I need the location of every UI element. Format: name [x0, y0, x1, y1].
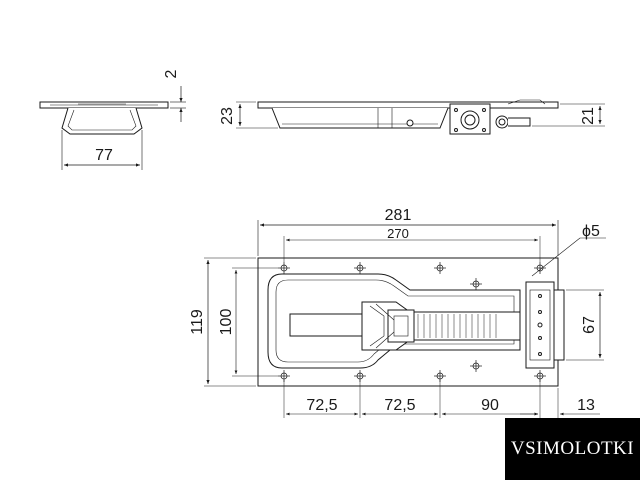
dim-bracket-width: 67	[581, 316, 598, 334]
dim-end-offset: 13	[577, 397, 595, 414]
watermark: VSIMOLOTKI	[505, 418, 640, 480]
dim-overall-length: 281	[385, 207, 412, 224]
latch-rack	[417, 314, 497, 338]
dim-hole-span: 270	[387, 226, 409, 241]
side-view-body	[271, 107, 449, 129]
end-bracket	[525, 281, 555, 369]
dim-side-height-right: 21	[580, 107, 597, 125]
latch-knob-icon	[460, 110, 480, 130]
dim-end-width: 77	[95, 147, 113, 164]
dim-hole-diameter: ϕ5	[582, 223, 600, 240]
dim-spacing-a: 72,5	[306, 397, 337, 414]
dim-spacing-c: 90	[481, 397, 499, 414]
dim-hole-width: 100	[218, 309, 235, 336]
side-view-flange	[257, 101, 559, 109]
dim-overall-width: 119	[189, 309, 206, 335]
dim-spacing-b: 72,5	[384, 397, 415, 414]
side-view	[236, 99, 605, 135]
dim-side-height: 23	[219, 107, 236, 125]
dim-thickness: 2	[163, 69, 180, 78]
end-view-tray	[61, 107, 143, 135]
latch-hook-icon	[495, 115, 509, 129]
plan-view	[204, 220, 606, 418]
end-view	[39, 86, 186, 170]
